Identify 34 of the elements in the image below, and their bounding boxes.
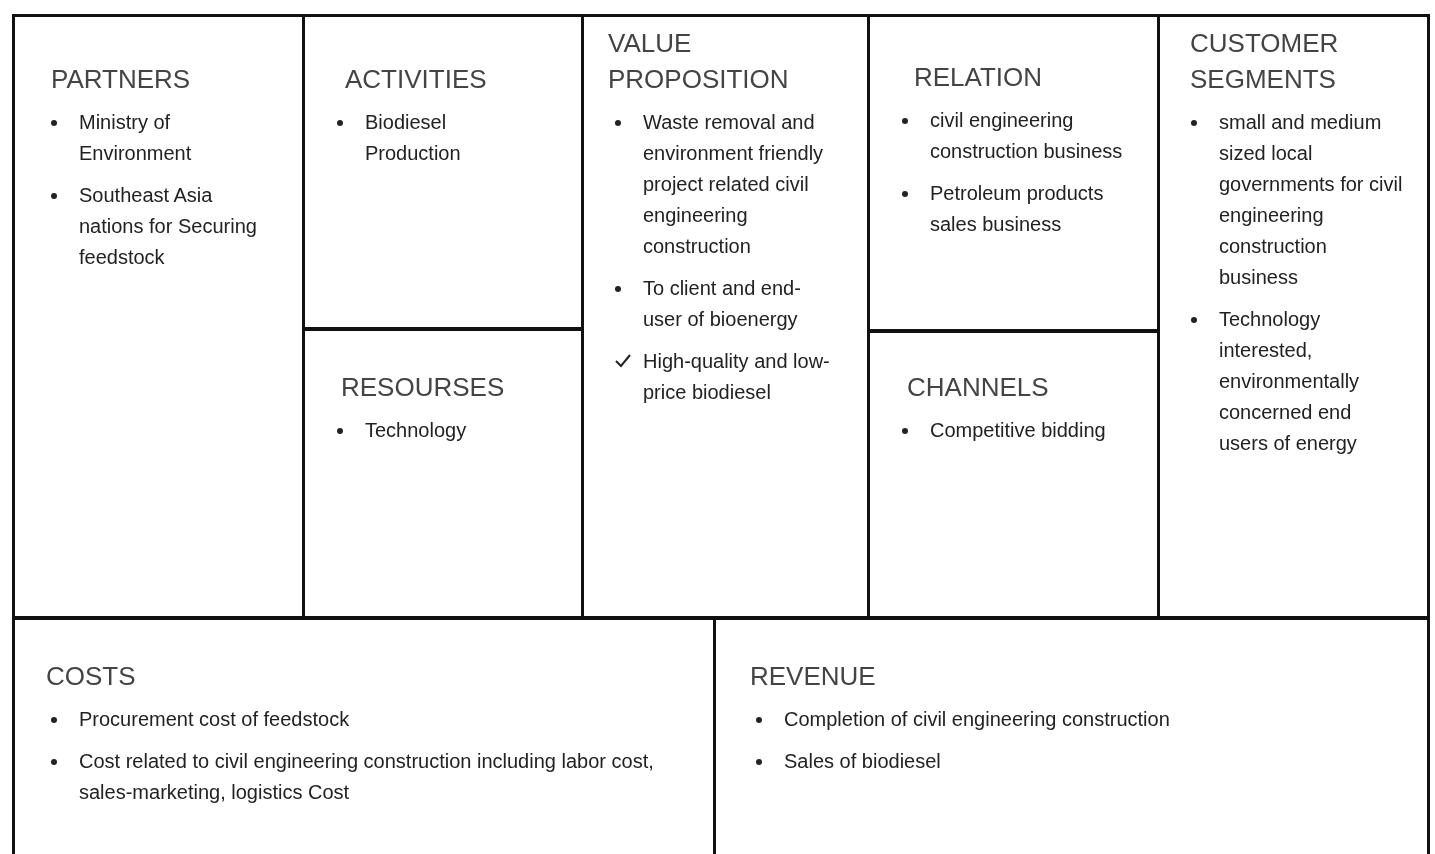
section-heading: RELATION xyxy=(914,61,1044,94)
list-item: Technology xyxy=(365,418,468,443)
section-heading: REVENUE xyxy=(750,660,877,693)
list-item: To client and end-user of bioenergy xyxy=(643,276,802,332)
section-heading: PARTNERS xyxy=(51,63,192,96)
list-item: Waste removal and environment friendly project related civil engineering construction xyxy=(643,110,825,259)
canvas-panel xyxy=(581,14,870,619)
list-item: Southeast Asia nations for Securing feedstock xyxy=(79,183,258,270)
section-heading: ACTIVITIES xyxy=(345,63,488,96)
list-item: Competitive bidding xyxy=(930,418,1107,443)
canvas-panel xyxy=(713,617,1430,854)
list-item: Procurement cost of feedstock xyxy=(79,707,351,732)
list-item: Technology interested, environmentally concerned end users of energy xyxy=(1219,307,1361,456)
canvas-panel xyxy=(867,14,1160,332)
list-item: Sales of biodiesel xyxy=(784,749,942,774)
list-item: Biodiesel Production xyxy=(365,110,462,166)
list-item: Ministry of Environment xyxy=(79,110,193,166)
canvas-panel xyxy=(302,14,584,330)
canvas-panel xyxy=(12,14,305,619)
section-heading: RESOURSES xyxy=(341,371,506,404)
list-item: civil engineering construction business xyxy=(930,108,1124,164)
list-item: Petroleum products sales business xyxy=(930,181,1105,237)
list-item: Cost related to civil engineering construction including labor cost, sales-marketing, logistics Cost xyxy=(79,749,655,805)
canvas-panel xyxy=(12,617,716,854)
canvas-panel xyxy=(867,330,1160,619)
section-heading: CUSTOMER SEGMENTS xyxy=(1190,27,1340,96)
canvas-panel xyxy=(302,328,584,619)
list-item: High-quality and low-price biodiesel xyxy=(643,349,831,405)
section-heading: COSTS xyxy=(46,660,137,693)
canvas-panel xyxy=(1157,14,1430,619)
list-item: Completion of civil engineering construction xyxy=(784,707,1171,732)
list-item: small and medium sized local governments for civil engineering construction business xyxy=(1219,110,1404,290)
section-heading: CHANNELS xyxy=(907,371,1050,404)
section-heading: VALUE PROPOSITION xyxy=(608,27,790,96)
